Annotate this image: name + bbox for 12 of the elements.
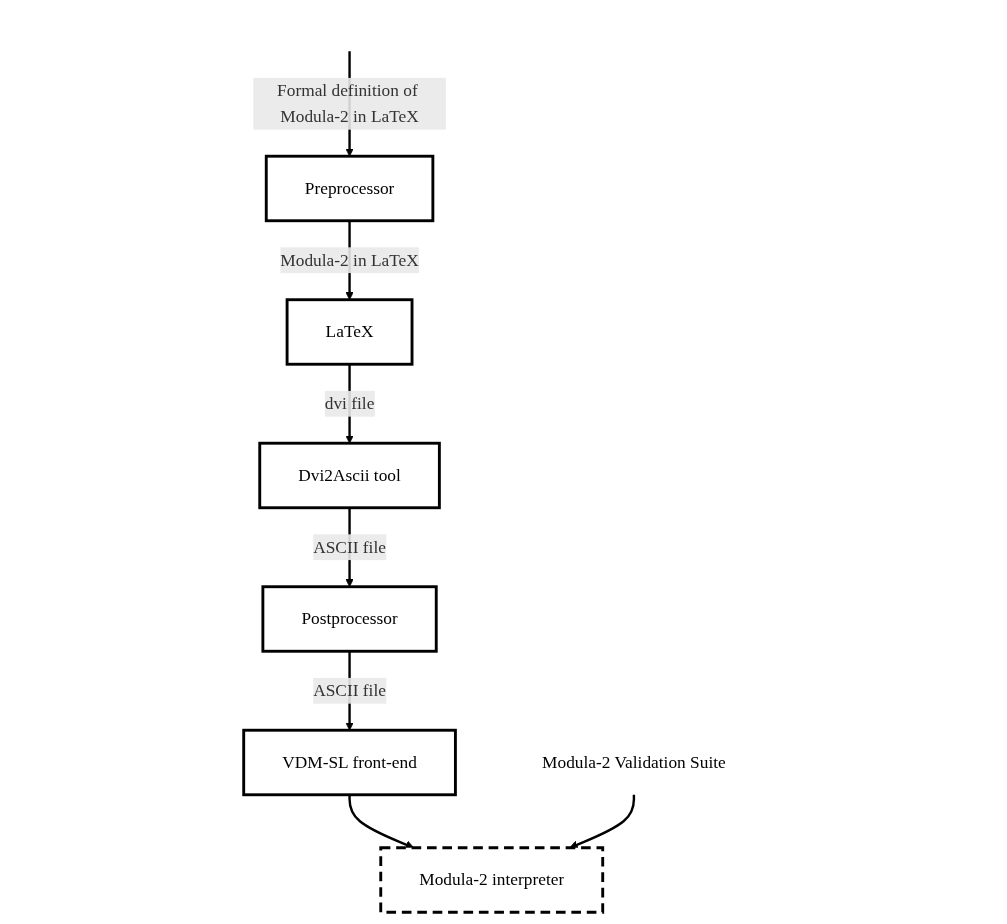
node-box: Postprocessor	[260, 584, 438, 653]
edge-label: ASCII file	[312, 536, 386, 556]
edge-label: ASCII file	[312, 680, 386, 700]
node-box: Modula-2 interpreter	[378, 845, 604, 914]
node-box: VDM-SL front-end	[241, 728, 457, 796]
node-box: Preprocessor	[264, 154, 434, 222]
node-box: Dvi2Ascii tool	[257, 441, 441, 509]
edge-label: dvi file	[324, 393, 374, 413]
edge-label: Formal definition of Modula-2 in LaTeX	[276, 80, 419, 126]
node-text: Modula-2 Validation Suite	[541, 751, 726, 772]
edge-label: Modula-2 in LaTeX	[279, 249, 419, 269]
node-box: LaTeX	[285, 297, 413, 366]
